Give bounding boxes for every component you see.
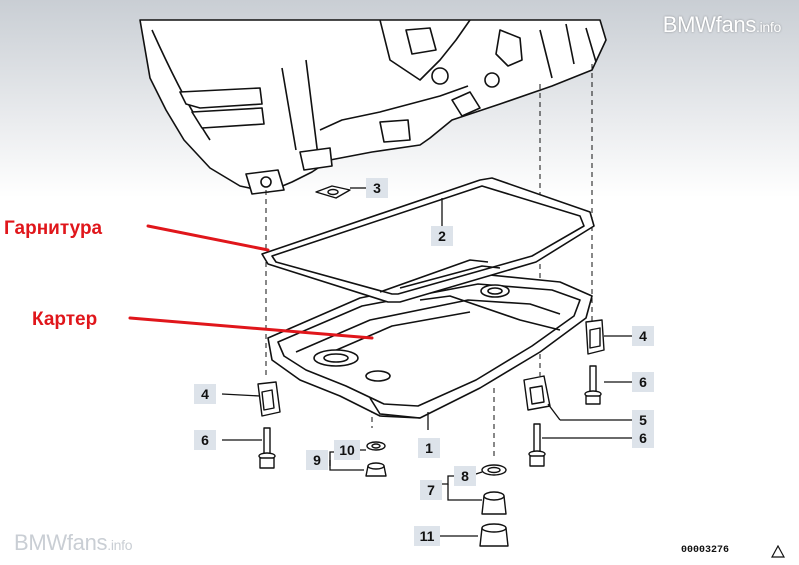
callout-6-right: 6 <box>632 428 654 448</box>
callout-leaders <box>221 187 632 537</box>
callout-10: 10 <box>334 440 360 460</box>
annotation-pan: Картер <box>32 309 98 330</box>
callout-11: 11 <box>414 526 440 546</box>
brand-watermark-top: BMWfans.info <box>662 12 782 37</box>
callout-9: 9 <box>306 450 328 470</box>
transmission-housing <box>139 19 607 195</box>
brand-watermark-bottom: BMWfans.info <box>14 530 133 555</box>
callout-4-left: 4 <box>194 384 216 404</box>
callout-5: 5 <box>632 410 654 430</box>
callout-2: 2 <box>431 226 453 246</box>
diagram-part-number: 00003276 <box>681 545 730 556</box>
callout-4-right: 4 <box>632 326 654 346</box>
annotation-gasket: Гарнитура <box>4 218 103 239</box>
warning-triangle-icon <box>771 545 785 558</box>
callout-6-left: 6 <box>194 430 216 450</box>
callout-7: 7 <box>420 480 442 500</box>
callout-6-top-right: 6 <box>632 372 654 392</box>
callout-8: 8 <box>454 466 476 486</box>
annotation-lines <box>128 224 374 340</box>
callout-1: 1 <box>418 438 440 458</box>
oil-pan-gasket <box>261 177 595 303</box>
small-parts <box>257 185 605 547</box>
callout-3: 3 <box>366 178 388 198</box>
